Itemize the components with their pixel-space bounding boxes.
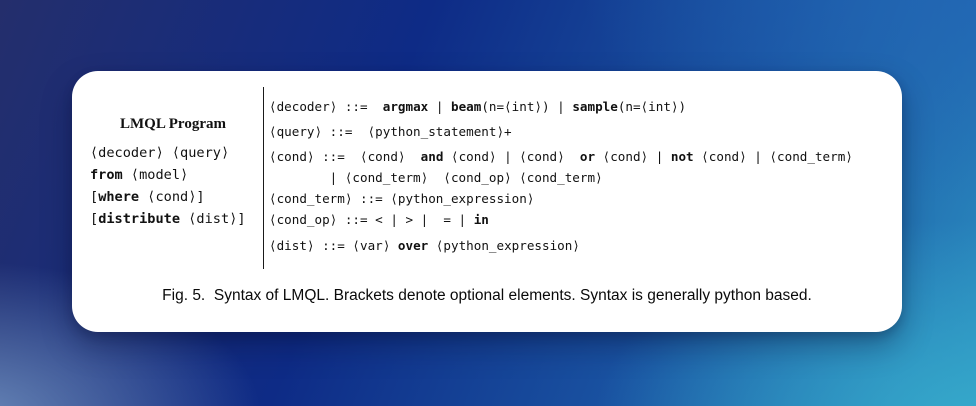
vertical-divider: [263, 87, 264, 269]
figure-caption: Fig. 5. Syntax of LMQL. Brackets denote …: [162, 287, 812, 304]
grammar-rule-line: ⟨cond⟩ ::= ⟨cond⟩ and ⟨cond⟩ | ⟨cond⟩ or…: [269, 149, 853, 164]
figure-card: LMQL Program ⟨decoder⟩ ⟨query⟩ from ⟨mode…: [72, 71, 902, 332]
grammar-rule-line: ⟨cond_op⟩ ::= < | > | = | in: [269, 212, 489, 227]
program-code-line: from ⟨model⟩: [90, 167, 189, 183]
program-code-line: [where ⟨cond⟩]: [90, 189, 205, 205]
grammar-rule-line: ⟨cond_term⟩ ::= ⟨python_expression⟩: [269, 191, 535, 206]
grammar-rule-line: ⟨query⟩ ::= ⟨python_statement⟩+: [269, 124, 512, 139]
lmql-program-title: LMQL Program: [120, 116, 226, 132]
grammar-rule-line: | ⟨cond_term⟩ ⟨cond_op⟩ ⟨cond_term⟩: [269, 170, 603, 185]
program-code-line: [distribute ⟨dist⟩]: [90, 211, 246, 227]
grammar-rule-line: ⟨decoder⟩ ::= argmax | beam(n=⟨int⟩) | s…: [269, 99, 687, 114]
grammar-rule-line: ⟨dist⟩ ::= ⟨var⟩ over ⟨python_expression…: [269, 238, 580, 253]
program-code-line: ⟨decoder⟩ ⟨query⟩: [90, 145, 230, 161]
lmql-program-code: ⟨decoder⟩ ⟨query⟩ from ⟨model⟩ [where ⟨con…: [90, 142, 246, 230]
grammar-rules: ⟨decoder⟩ ::= argmax | beam(n=⟨int⟩) | s…: [269, 96, 853, 256]
